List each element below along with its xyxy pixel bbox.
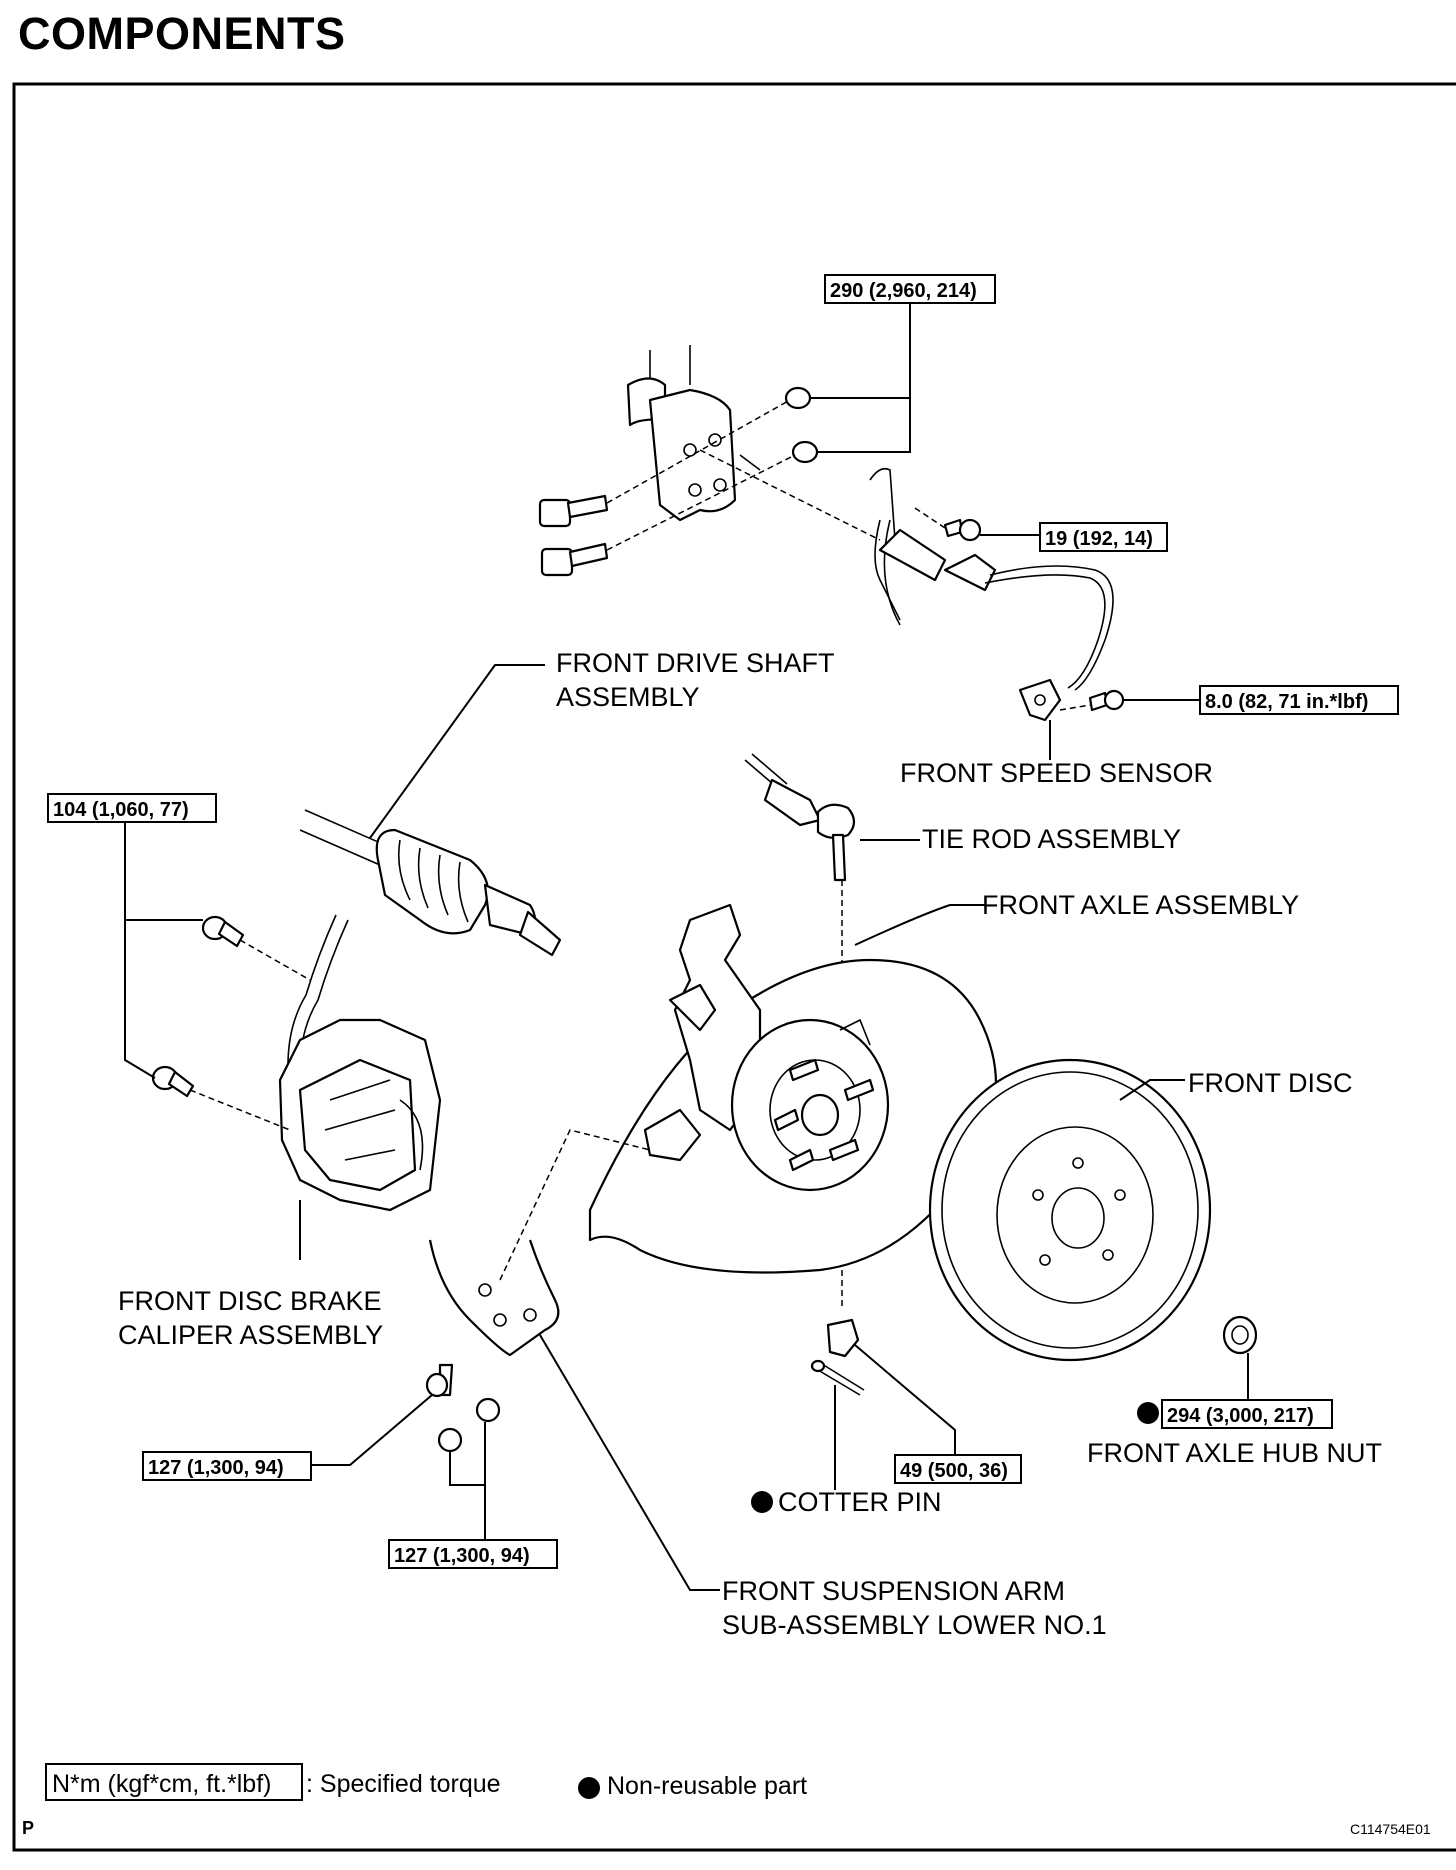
speed-sensor-bolt [1088, 689, 1125, 712]
legend-torque-unit: N*m (kgf*cm, ft.*lbf) [52, 1770, 271, 1798]
caliper-bolt-lower [151, 1065, 195, 1098]
label-lower-arm-2: SUB-ASSEMBLY LOWER NO.1 [722, 1610, 1107, 1640]
strut-nut-lower [791, 440, 819, 464]
label-front-drive-shaft-1: FRONT DRIVE SHAFT [556, 648, 835, 678]
front-disc [928, 1058, 1212, 1362]
torque-box-caliper [47, 793, 217, 823]
label-front-disc: FRONT DISC [1188, 1068, 1353, 1098]
torque-box-hub-nut [1161, 1399, 1333, 1429]
torque-caliper-bolts: 104 (1,060, 77) [53, 799, 189, 821]
front-speed-sensor-part [1018, 678, 1062, 722]
label-tie-rod: TIE ROD ASSEMBLY [922, 824, 1181, 854]
legend-nonreusable-dot [578, 1777, 600, 1799]
label-front-drive-shaft-2: ASSEMBLY [556, 682, 700, 712]
strut-bolt-lower [540, 542, 609, 577]
strut-bolt-upper [538, 494, 609, 528]
nonreusable-dot-hub-nut [1137, 1402, 1159, 1424]
legend-torque-text: : Specified torque [306, 1770, 501, 1798]
label-caliper-2: CALIPER ASSEMBLY [118, 1320, 383, 1350]
arm-nut-1 [437, 1427, 463, 1453]
footer-left-mark: P [22, 1818, 34, 1838]
torque-box-strut [824, 274, 996, 304]
tie-rod-end [744, 753, 856, 882]
label-lower-arm-1: FRONT SUSPENSION ARM [722, 1576, 1065, 1606]
caliper-bolt-upper [201, 915, 245, 948]
page-title: COMPONENTS [18, 8, 346, 59]
shock-absorber-mount [626, 345, 761, 522]
torque-strut-nuts: 290 (2,960, 214) [830, 280, 977, 302]
arm-bolt [425, 1363, 454, 1398]
figure-id: C114754E01 [1350, 1821, 1431, 1837]
torque-box-arm-bolt [142, 1451, 312, 1481]
torque-box-bracket [1039, 522, 1168, 552]
front-drive-shaft [299, 809, 562, 957]
front-axle-assembly [588, 903, 998, 1274]
diagram-frame [12, 82, 1456, 1852]
torque-arm-nuts: 127 (1,300, 94) [394, 1545, 530, 1567]
sensor-bracket-bolt [943, 518, 982, 542]
strut-nut-upper [784, 386, 812, 410]
sensor-harness [869, 467, 1114, 691]
label-front-speed-sensor: FRONT SPEED SENSOR [900, 758, 1213, 788]
torque-box-arm-nuts [388, 1539, 558, 1569]
legend-nonreusable-text: Non-reusable part [607, 1772, 807, 1800]
tie-rod-nut [826, 1318, 860, 1358]
torque-hub-nut: 294 (3,000, 217) [1167, 1405, 1314, 1427]
torque-speed-sensor-bolt: 8.0 (82, 71 in.*lbf) [1205, 691, 1368, 713]
nonreusable-dot-cotter [751, 1491, 773, 1513]
torque-tie-rod-nut: 49 (500, 36) [900, 1460, 1008, 1482]
front-axle-hub-nut-part [1222, 1315, 1258, 1355]
torque-box-tie-rod [894, 1454, 1022, 1484]
label-hub-nut: FRONT AXLE HUB NUT [1087, 1438, 1382, 1468]
arm-nut-2 [475, 1397, 501, 1423]
torque-arm-bolt: 127 (1,300, 94) [148, 1457, 284, 1479]
cotter-pin-part [810, 1359, 865, 1396]
front-suspension-arm-lower [428, 1239, 560, 1357]
label-front-axle: FRONT AXLE ASSEMBLY [982, 890, 1299, 920]
front-disc-brake-caliper [278, 914, 442, 1212]
torque-sensor-bracket-bolt: 19 (192, 14) [1045, 528, 1153, 550]
label-caliper-1: FRONT DISC BRAKE [118, 1286, 382, 1316]
legend-torque-box [45, 1763, 303, 1801]
torque-box-sensor [1199, 685, 1399, 715]
label-cotter-pin: COTTER PIN [778, 1487, 942, 1517]
